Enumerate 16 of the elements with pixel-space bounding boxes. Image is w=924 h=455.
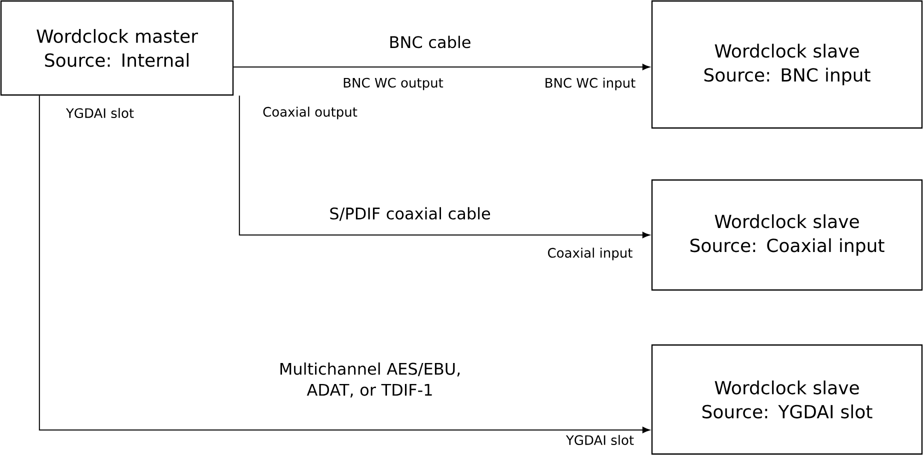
process-box: Wordclock slave Source: YGDAI slot — [651, 344, 923, 455]
arrow — [238, 95, 650, 238]
port-label: Coaxial output — [263, 106, 358, 120]
process-box: Wordclock slave Source: BNC input — [651, 0, 923, 129]
port-label: YGDAI slot — [66, 108, 134, 118]
arrow — [38, 95, 650, 434]
edge-label: Multichannel AES/EBU, ADAT, or TDIF-1 — [280, 362, 460, 398]
process-box: Wordclock master Source: Internal — [0, 0, 234, 96]
process-box: Wordclock slave Source: Coaxial input — [651, 179, 923, 291]
port-label: Coaxial input — [548, 248, 632, 260]
edge-label: S/PDIF coaxial cable — [330, 207, 490, 221]
port-label: BNC WC output — [344, 78, 444, 90]
arrow — [233, 64, 650, 70]
edge-label: BNC cable — [390, 36, 470, 48]
port-label: BNC WC input — [546, 78, 636, 90]
port-label: YGDAI slot — [566, 434, 634, 446]
